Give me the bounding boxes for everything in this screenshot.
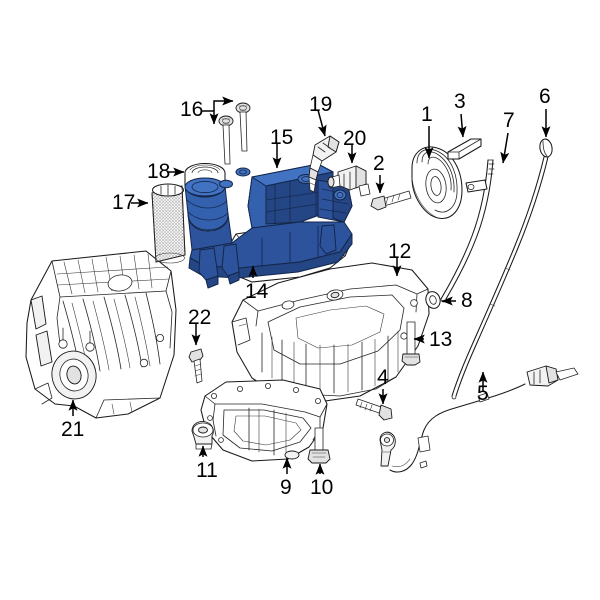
callout-label-11: 11 [196,459,218,482]
callout-label-13: 13 [429,328,453,351]
part-oil-temperature-sensor [308,135,340,193]
callout-label-20: 20 [343,127,367,150]
part-oil-pan-drain-plug [307,427,331,464]
part-intake-manifold [25,250,177,419]
callout-label-14: 14 [245,280,269,303]
callout-label-18: 18 [147,160,171,183]
callout-leaders [68,96,551,475]
callout-label-4: 4 [377,366,389,389]
part-lower-oil-pan [200,379,328,462]
callout-label-19: 19 [309,93,333,116]
part-oil-level-sensor-harness [379,365,579,473]
callout-label-15: 15 [270,126,294,149]
part-oil-level-dipstick [451,138,553,400]
callout-label-12: 12 [388,240,412,263]
callout-label-16: 16 [180,98,204,121]
callout-label-3: 3 [454,90,466,113]
callout-label-6: 6 [539,85,551,108]
part-oil-filter-housing-bolts [218,102,251,165]
part-upper-oil-pan-bolt [401,321,421,366]
part-oil-pan-plug [191,421,214,450]
callout-label-22: 22 [188,306,212,329]
callout-label-1: 1 [421,103,433,126]
callout-label-5: 5 [477,382,489,405]
part-dipstick-o-ring [425,291,441,309]
callout-label-17: 17 [112,191,136,214]
part-crankshaft-pulley [411,146,463,219]
part-crankshaft-key [447,138,482,160]
callout-label-21: 21 [61,418,85,441]
callout-label-10: 10 [310,476,334,499]
callout-label-9: 9 [280,476,292,499]
callout-label-2: 2 [373,152,385,175]
part-oil-filter-element [151,183,186,264]
part-oil-pan-bolt [355,398,393,421]
part-intake-manifold-bolt [188,348,204,384]
part-crankshaft-pulley-bolt [370,190,412,211]
callout-label-8: 8 [461,289,473,312]
part-dipstick-guide-tube [440,159,495,303]
callout-label-7: 7 [503,109,515,132]
part-oil-pressure-switch [327,165,371,197]
